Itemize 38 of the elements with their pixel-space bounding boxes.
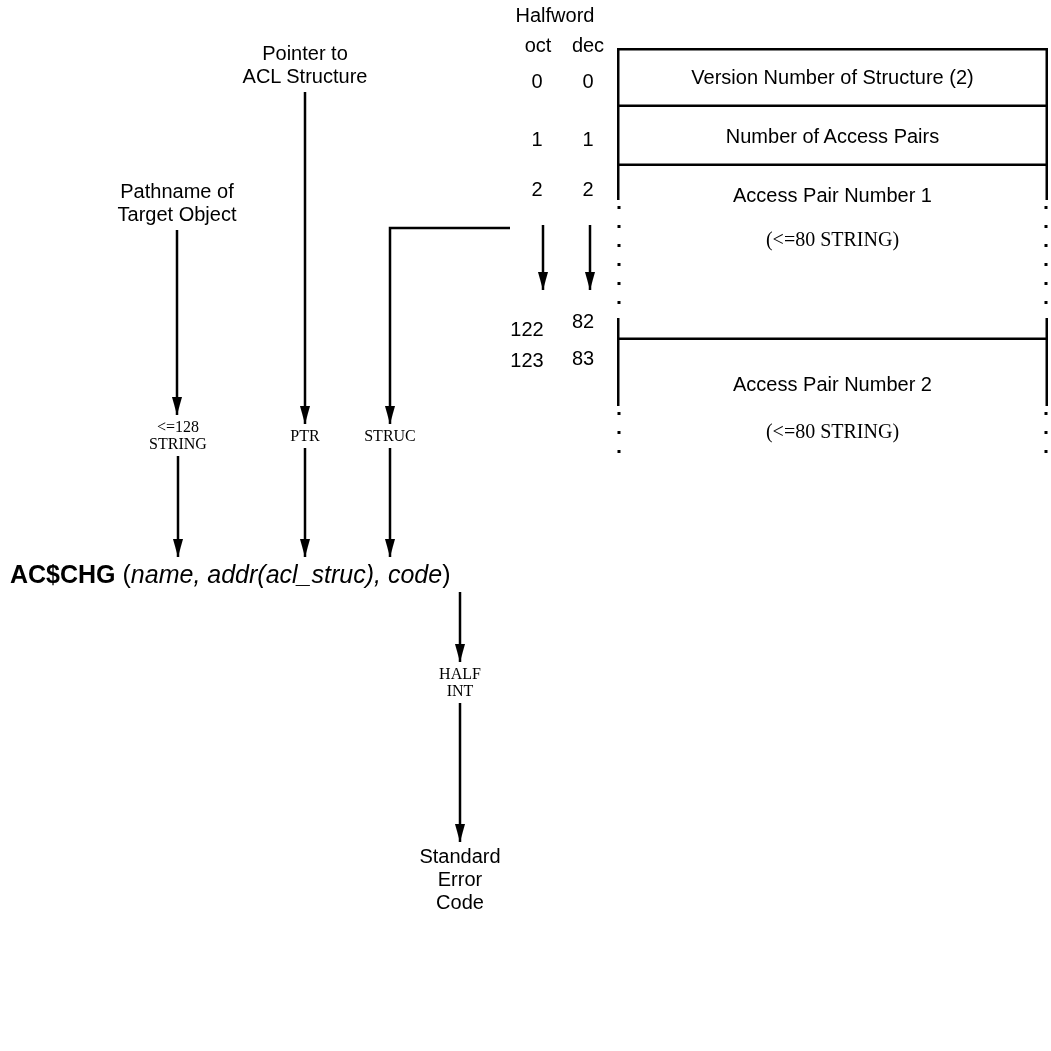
offset-number: 1 xyxy=(531,128,543,151)
row-label: Number of Access Pairs xyxy=(725,125,940,148)
column-heading: dec xyxy=(571,34,605,57)
type-label: <=128 STRING xyxy=(142,418,214,452)
offset-number: 2 xyxy=(531,178,543,201)
function-call: AC$CHG (name, addr(acl_struc), code) xyxy=(10,560,451,588)
type-label: HALF INT xyxy=(434,665,486,699)
arrow xyxy=(300,92,310,424)
offset-number: 1 xyxy=(582,128,594,151)
arrow xyxy=(300,448,310,557)
row-label: Access Pair Number 1 xyxy=(733,184,932,207)
arrow xyxy=(455,703,465,842)
type-label: (<=80 STRING) xyxy=(765,228,900,251)
offset-number: 2 xyxy=(582,178,594,201)
arrow xyxy=(385,448,395,557)
offset-number: 0 xyxy=(531,70,543,93)
row-label: Access Pair Number 2 xyxy=(733,373,932,396)
offset-number: 83 xyxy=(571,347,595,370)
arrow xyxy=(173,456,183,557)
offset-number: 82 xyxy=(571,310,595,333)
offset-number: 122 xyxy=(510,318,544,341)
table-row xyxy=(617,107,1048,166)
annotation-text: Pointer to ACL Structure xyxy=(241,42,369,88)
type-label: STRUC xyxy=(358,427,422,444)
type-label: (<=80 STRING) xyxy=(765,420,900,443)
arrow xyxy=(385,226,510,424)
column-heading: Halfword xyxy=(515,4,595,27)
annotation-text: Standard Error Code xyxy=(412,845,508,914)
offset-number: 0 xyxy=(582,70,594,93)
arrow xyxy=(455,592,465,662)
type-label: PTR xyxy=(285,427,325,444)
column-heading: oct xyxy=(524,34,552,57)
annotation-text: Pathname of Target Object xyxy=(102,180,252,226)
table-row xyxy=(617,166,1048,340)
row-label: Version Number of Structure (2) xyxy=(691,66,974,89)
arrow xyxy=(172,230,182,415)
offset-number: 123 xyxy=(510,349,544,372)
table-row xyxy=(617,48,1048,107)
